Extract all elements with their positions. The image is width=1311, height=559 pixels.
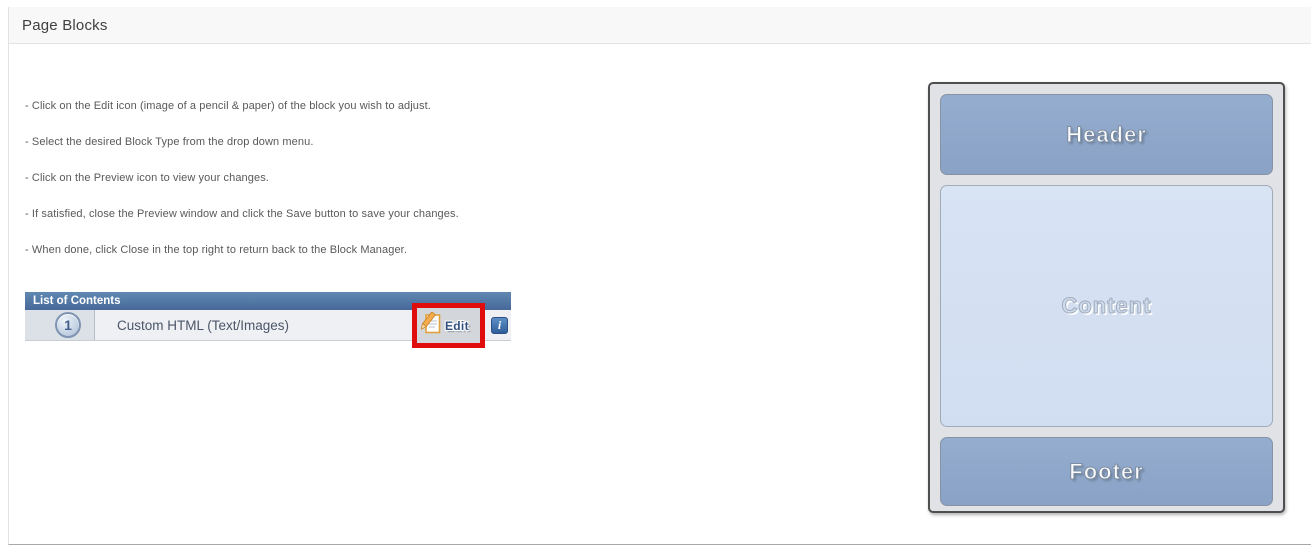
info-icon[interactable]: i [491, 317, 508, 334]
instruction-line: - If satisfied, close the Preview window… [25, 208, 459, 220]
instructions-list: - Click on the Edit icon (image of a pen… [25, 101, 459, 281]
instruction-line: - Click on the Edit icon (image of a pen… [25, 100, 431, 112]
preview-footer-label: Footer [1069, 458, 1144, 484]
page-layout-preview: Header Content Footer [928, 82, 1285, 513]
preview-header-block: Header [940, 94, 1273, 175]
page-title: Page Blocks [22, 17, 108, 34]
preview-header-label: Header [1066, 121, 1147, 147]
edit-button[interactable]: Edit [420, 311, 469, 340]
row-number-cell: 1 [25, 310, 95, 340]
pencil-paper-icon [420, 311, 442, 340]
instruction-line: - Click on the Preview icon to view your… [25, 172, 269, 184]
block-type-label: Custom HTML (Text/Images) [117, 318, 290, 333]
edit-button-label: Edit [445, 318, 469, 333]
table-title-bar: List of Contents [25, 292, 511, 310]
edit-button-highlight: Edit [412, 303, 485, 348]
panel-header: Page Blocks [9, 7, 1311, 44]
table-row: 1 Custom HTML (Text/Images) [25, 303, 511, 348]
preview-content-block: Content [940, 185, 1273, 427]
instruction-line: - Select the desired Block Type from the… [25, 136, 314, 148]
list-of-contents-table: List of Contents 1 Custom HTML (Text/Ima… [25, 292, 511, 348]
instruction-line: - When done, click Close in the top righ… [25, 244, 407, 256]
preview-footer-block: Footer [940, 437, 1273, 506]
row-number-badge: 1 [55, 312, 81, 338]
preview-content-label: Content [1061, 293, 1152, 319]
page-blocks-panel: Page Blocks - Click on the Edit icon (im… [8, 7, 1311, 545]
